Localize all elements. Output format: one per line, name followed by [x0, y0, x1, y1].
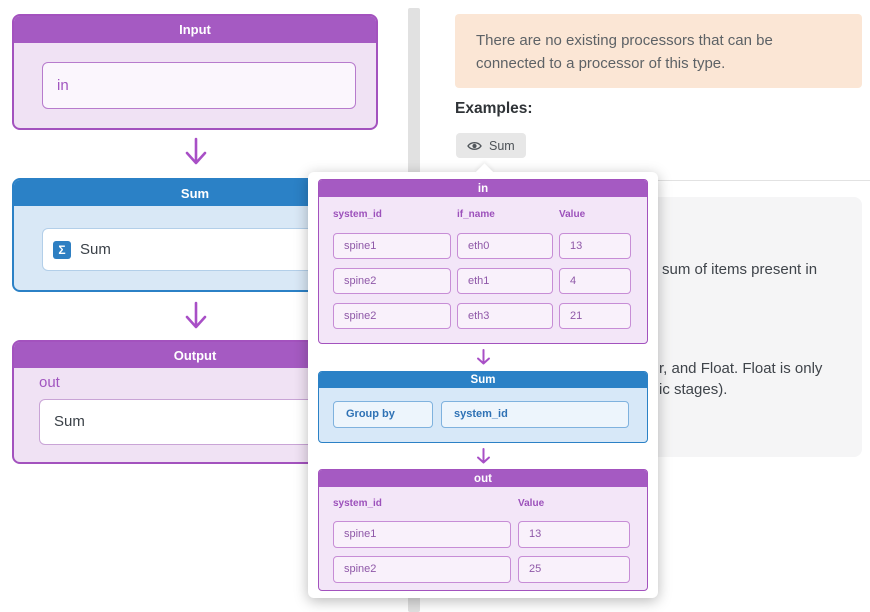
arrow-down-icon	[476, 447, 490, 463]
arrow-down-icon	[185, 137, 207, 165]
no-processors-alert: There are no existing processors that ca…	[455, 14, 862, 88]
doc-text-fragment: r, and Float. Float is only	[659, 360, 823, 377]
column-header: Value	[518, 498, 545, 509]
example-sum-label: Sum	[489, 138, 515, 153]
arrow-down-icon	[185, 301, 207, 329]
arrow-down-icon	[476, 349, 490, 365]
popup-out-table: out system_id Value spine1 13 spine2 25	[318, 469, 648, 591]
input-node: Input in	[12, 14, 378, 130]
sigma-icon: Σ	[53, 240, 71, 259]
popup-sum-stage: Sum Group by system_id	[318, 371, 648, 443]
group-by-value: system_id	[441, 401, 629, 428]
table-cell: 4	[559, 268, 631, 294]
output-field-label: out	[39, 374, 60, 391]
sum-node-item[interactable]: Σ Sum	[42, 228, 356, 271]
alert-text: There are no existing processors that ca…	[476, 32, 773, 72]
popup-in-title: in	[319, 180, 647, 197]
input-node-title: Input	[14, 16, 376, 43]
example-sum-button[interactable]: Sum	[456, 133, 526, 158]
column-header: system_id	[333, 498, 382, 509]
examples-heading: Examples:	[455, 100, 533, 117]
table-cell: eth0	[457, 233, 553, 259]
table-cell: spine1	[333, 521, 511, 548]
popup-sum-title: Sum	[319, 372, 647, 388]
column-header: if_name	[457, 209, 495, 220]
doc-text-fragment: sum of items present in	[662, 261, 818, 278]
column-header: system_id	[333, 209, 382, 220]
table-cell: 13	[518, 521, 630, 548]
table-cell: spine2	[333, 303, 451, 329]
table-cell: 21	[559, 303, 631, 329]
sum-item-label: Sum	[80, 241, 111, 258]
table-cell: spine1	[333, 233, 451, 259]
popup-out-title: out	[319, 470, 647, 487]
sum-example-popup: in system_id if_name Value spine1 eth0 1…	[308, 163, 658, 598]
table-cell: spine2	[333, 556, 511, 583]
doc-text-fragment: ic stages).	[659, 381, 728, 398]
column-header: Value	[559, 209, 586, 220]
eye-icon	[467, 141, 482, 150]
group-by-label: Group by	[333, 401, 433, 428]
table-cell: 25	[518, 556, 630, 583]
output-node-field[interactable]: Sum	[39, 399, 357, 445]
table-cell: eth1	[457, 268, 553, 294]
table-cell: spine2	[333, 268, 451, 294]
section-divider	[453, 180, 870, 181]
popup-in-table: in system_id if_name Value spine1 eth0 1…	[318, 179, 648, 344]
table-cell: 13	[559, 233, 631, 259]
table-cell: eth3	[457, 303, 553, 329]
input-node-field[interactable]: in	[42, 62, 356, 109]
